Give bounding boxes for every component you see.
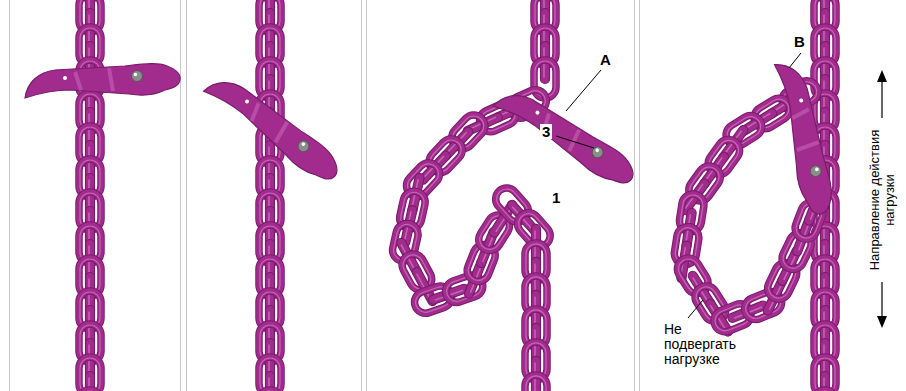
pin-highlight — [815, 167, 819, 171]
hook-pin — [132, 71, 143, 82]
hook-band — [75, 68, 113, 91]
link-outline — [259, 390, 281, 391]
link-body — [525, 375, 547, 391]
callout-letter: B — [792, 34, 807, 49]
hook-body — [204, 65, 345, 191]
callout-number: 1 — [550, 190, 562, 205]
arrow-line — [881, 80, 882, 118]
callout-letter: A — [598, 52, 613, 67]
arrow-head — [877, 316, 887, 328]
pin-highlight — [595, 148, 600, 153]
hook-band — [790, 109, 819, 150]
shortening-hook — [25, 64, 180, 98]
panel-frame — [640, 0, 906, 391]
leader-line — [789, 53, 801, 68]
panel-frames — [10, 0, 906, 391]
chain — [79, 0, 101, 391]
panel-frame — [367, 0, 635, 391]
chain — [534, 0, 556, 98]
leader-line — [688, 300, 703, 318]
chain — [259, 0, 281, 391]
hook-pin — [809, 165, 822, 178]
arrow-line — [881, 282, 882, 318]
arrow-head — [877, 70, 887, 82]
leader-line — [566, 70, 601, 111]
hook-dot — [244, 99, 250, 105]
callout-number: 3 — [540, 124, 552, 139]
hook-band — [538, 110, 582, 151]
panel-frame — [187, 0, 362, 391]
panel-frame — [10, 0, 181, 391]
hooks — [25, 59, 835, 218]
shortening-hook — [204, 65, 345, 191]
chains — [79, 0, 836, 391]
hook-dot — [63, 76, 67, 80]
shortening-hook — [775, 59, 836, 218]
shortening-hook — [493, 78, 640, 195]
hook-body — [775, 59, 836, 218]
leader-lines — [556, 53, 801, 318]
chain-link — [259, 390, 281, 391]
hook-body — [25, 64, 180, 98]
hook-dot — [799, 98, 804, 103]
chain-link — [79, 390, 101, 391]
hook-pin — [296, 139, 311, 154]
warning-note: Не подвергать нагрузке — [664, 322, 750, 367]
pin-highlight — [301, 142, 306, 147]
chain — [390, 86, 554, 391]
load-direction-label: Направление действия нагрузки — [867, 122, 897, 278]
link-outline — [814, 390, 836, 391]
hook-dot — [535, 110, 541, 116]
link-outline — [79, 390, 101, 391]
link-body — [79, 390, 101, 391]
hook-band — [246, 100, 290, 142]
chain-link — [814, 390, 836, 391]
link-body — [259, 390, 281, 391]
link-body — [814, 390, 836, 391]
chain-link — [525, 375, 547, 391]
link-highlight — [526, 376, 546, 391]
hook-body — [493, 78, 640, 195]
link-outline — [525, 375, 547, 391]
pin-highlight — [134, 73, 138, 77]
leader-line — [556, 136, 594, 148]
